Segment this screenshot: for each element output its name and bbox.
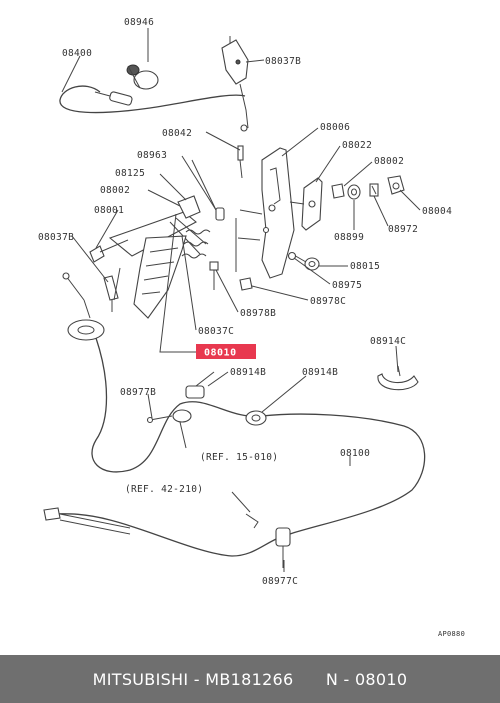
label-08002-left[interactable]: 08002 (100, 185, 130, 196)
part-08006-bracket (235, 147, 295, 279)
part-08022-plate (289, 177, 323, 231)
diagram-code: AP0880 (438, 630, 465, 638)
label-08899[interactable]: 08899 (334, 232, 364, 243)
part-08400-end (94, 91, 133, 106)
label-08978c[interactable]: 08978C (310, 296, 346, 307)
label-08010[interactable]: 08010 (204, 348, 237, 359)
label-08037b-left[interactable]: 08037B (38, 232, 74, 243)
footer-bar: MITSUBISHI - MB181266 N - 08010 (0, 655, 500, 703)
label-08972[interactable]: 08972 (388, 224, 418, 235)
label-08022[interactable]: 08022 (342, 140, 372, 151)
label-08978b[interactable]: 08978B (240, 308, 276, 319)
part-08914c-clip (377, 365, 419, 391)
part-08010-cable (47, 337, 426, 557)
label-08963[interactable]: 08963 (137, 150, 167, 161)
label-08002-right[interactable]: 08002 (374, 156, 404, 167)
part-08946-knob (126, 64, 159, 90)
part-08042-bolt (237, 124, 248, 179)
label-08004[interactable]: 08004 (422, 206, 452, 217)
label-08125[interactable]: 08125 (115, 168, 145, 179)
label-08100[interactable]: 08100 (340, 448, 370, 459)
label-08001[interactable]: 08001 (94, 205, 124, 216)
part-08037b-top (221, 36, 249, 85)
part-08914b-clamp-b (245, 410, 267, 426)
part-08015 (291, 253, 320, 271)
label-08946[interactable]: 08946 (124, 17, 154, 28)
part-08963 (191, 159, 225, 221)
label-08042[interactable]: 08042 (162, 128, 192, 139)
label-08975[interactable]: 08975 (332, 280, 362, 291)
label-08037c[interactable]: 08037C (198, 326, 234, 337)
part-cable-left-end (43, 507, 131, 535)
label-08015[interactable]: 08015 (350, 261, 380, 272)
label-08400[interactable]: 08400 (62, 48, 92, 59)
label-ref-15-010[interactable]: (REF. 15-010) (200, 452, 278, 463)
leader-lines (61, 28, 421, 572)
label-08977c[interactable]: 08977C (262, 576, 298, 587)
part-08975 (287, 251, 297, 261)
drawing (43, 36, 426, 568)
part-08899 (347, 184, 361, 200)
label-ref-42-210[interactable]: (REF. 42-210) (125, 484, 203, 495)
part-labels: 08946 08400 08037B 08042 08006 08963 080… (38, 17, 465, 638)
part-08978b (209, 261, 219, 290)
part-08977b-grommet (146, 409, 192, 424)
label-08977b[interactable]: 08977B (120, 387, 156, 398)
part-08400-cable (59, 85, 246, 114)
parts-diagram: 08946 08400 08037B 08042 08006 08963 080… (38, 17, 465, 638)
label-08010-highlight (196, 344, 256, 359)
footer-part-number: MITSUBISHI - MB181266 N - 08010 (92, 669, 408, 689)
label-08037b-top[interactable]: 08037B (265, 56, 301, 67)
part-cable-end (62, 272, 105, 341)
part-08004 (387, 175, 405, 195)
label-08914c[interactable]: 08914C (370, 336, 406, 347)
part-08972 (369, 183, 379, 197)
part-08914b-clamp-a (185, 371, 215, 399)
label-08914b-b[interactable]: 08914B (302, 367, 338, 378)
part-08978c (239, 277, 253, 291)
label-08914b-a[interactable]: 08914B (230, 367, 266, 378)
part-08002-right (331, 183, 345, 199)
part-08977c-clip (245, 513, 291, 568)
label-08006[interactable]: 08006 (320, 122, 350, 133)
